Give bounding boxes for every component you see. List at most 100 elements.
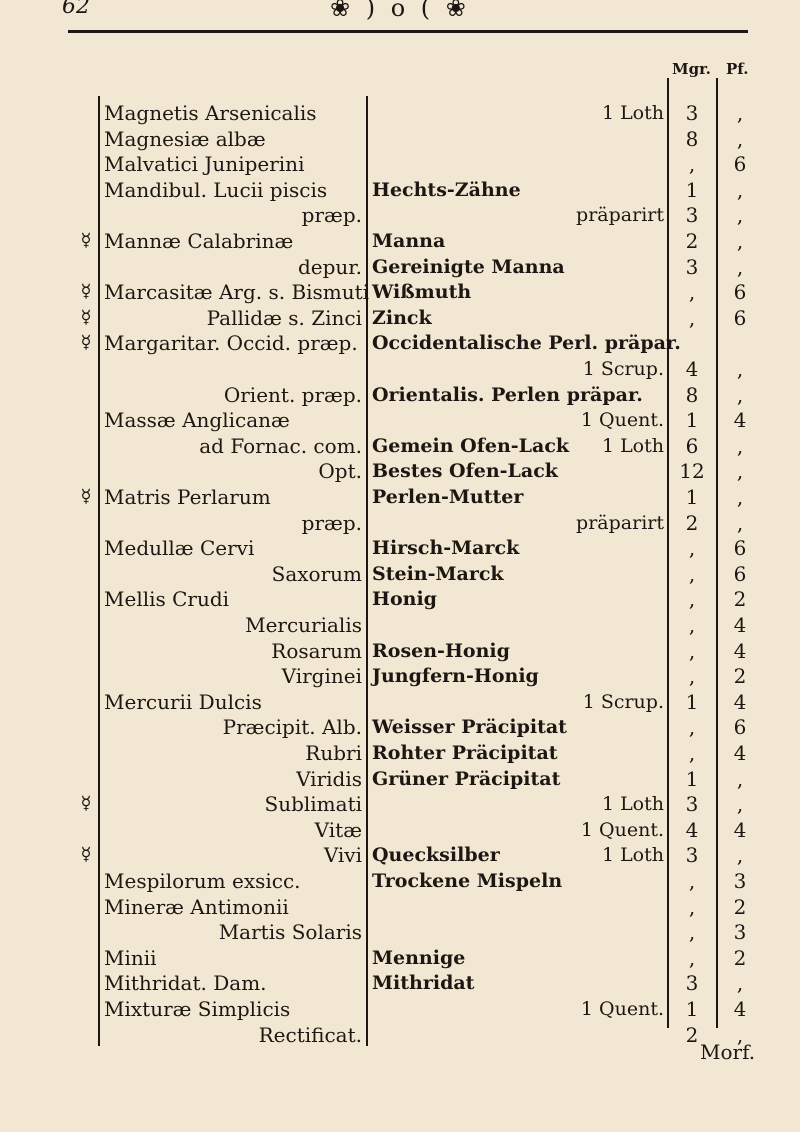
price-mgr: 2 (685, 1022, 699, 1047)
price-pf: , (736, 485, 744, 509)
german-name: Rosen-Honig (372, 639, 510, 662)
latin-name: Mellis Crudi (104, 587, 230, 612)
price-pf: , (736, 433, 744, 458)
price-pf: 4 (733, 997, 747, 1021)
german-name: Zinck (372, 306, 432, 329)
table-row: 1 Scrup.4, (0, 356, 800, 382)
price-mgr: 1 (685, 766, 699, 791)
symbol-icon: ☿ (80, 230, 92, 251)
page-number: 62 (62, 0, 90, 19)
latin-name: ad Fornac. com. (199, 433, 362, 458)
price-pf: , (736, 1022, 744, 1047)
latin-name: Saxorum (271, 561, 362, 586)
price-pf: , (736, 357, 744, 381)
price-mgr: 4 (685, 817, 699, 842)
price-mgr: , (688, 715, 696, 740)
price-mgr: , (688, 894, 696, 919)
latin-name: Vitæ (314, 817, 362, 842)
price-mgr: , (688, 741, 696, 765)
price-mgr: , (688, 945, 696, 970)
price-pf: 6 (733, 561, 747, 586)
price-pf: , (736, 229, 744, 253)
unit: präparirt (576, 511, 664, 534)
price-mgr: 3 (685, 101, 699, 125)
german-name: Mennige (372, 946, 466, 969)
price-pf: 4 (733, 613, 747, 637)
latin-name: Opt. (318, 459, 362, 484)
table-row: Præcipit. Alb.Weisser Präcipitat,6 (0, 714, 800, 740)
price-mgr: 1 (685, 997, 699, 1021)
price-mgr: 3 (685, 971, 699, 996)
price-pf: , (736, 177, 744, 202)
latin-name: Rectificat. (258, 1022, 362, 1047)
price-pf: , (736, 459, 744, 484)
column-header-pf: Pf. (726, 60, 749, 78)
price-mgr: 12 (679, 459, 705, 484)
price-pf: 2 (733, 587, 747, 612)
price-mgr: , (688, 280, 696, 305)
latin-name: Margaritar. Occid. præp. (104, 331, 358, 356)
price-pf: , (736, 203, 744, 228)
german-name: Honig (372, 588, 437, 611)
latin-name: Sublimati (264, 792, 363, 817)
price-pf: 3 (733, 869, 747, 893)
latin-name: Marcasitæ Arg. s. Bismuti (104, 280, 370, 305)
column-divider (667, 78, 669, 1028)
price-mgr: 1 (685, 689, 699, 714)
table-row: Martis Solaris,3 (0, 919, 800, 945)
unit: 1 Loth (601, 844, 664, 867)
price-pf: , (736, 382, 744, 407)
price-mgr: 2 (685, 510, 699, 535)
catchword: Morf. (700, 1040, 756, 1064)
german-name: Perlen-Mutter (372, 486, 524, 508)
symbol-icon: ☿ (80, 793, 92, 815)
german-name: Hechts-Zähne (372, 178, 521, 201)
price-pf: , (736, 126, 744, 151)
german-name: Stein-Marck (372, 562, 504, 585)
table-row: Malvatici Juniperini,6 (0, 151, 800, 177)
latin-name: depur. (297, 254, 362, 279)
price-mgr: 2 (685, 229, 699, 253)
unit: 1 Quent. (580, 998, 664, 1020)
price-mgr: , (688, 920, 696, 945)
table-row: Opt. Bestes Ofen-Lack 12, (0, 458, 800, 484)
german-name: Grüner Präcipitat (372, 767, 561, 790)
latin-name: Virginei (281, 664, 362, 689)
column-divider (716, 78, 718, 1028)
price-pf: 2 (733, 894, 747, 919)
price-mgr: , (688, 305, 696, 330)
unit: 1 Scrup. (582, 690, 664, 713)
latin-name: Mannæ Calabrinæ (104, 229, 294, 253)
german-name: Bestes Ofen-Lack (372, 460, 558, 483)
german-name: Weisser Präcipitat (372, 716, 567, 739)
price-pf: , (736, 971, 744, 996)
column-divider (366, 96, 368, 1046)
latin-name: Mixturæ Simplicis (104, 997, 291, 1021)
price-mgr: 1 (685, 485, 699, 509)
price-pf: 4 (733, 638, 747, 663)
table-row: Mineræ Antimonii,2 (0, 894, 800, 920)
german-name: Gemein Ofen-Lack (372, 434, 570, 457)
price-mgr: 1 (685, 408, 699, 433)
table-row: ☿Margaritar. Occid. præp.Occidentalische… (0, 330, 800, 356)
latin-name: Orient. præp. (223, 382, 362, 407)
latin-name: Martis Solaris (218, 920, 362, 945)
german-name: Occidentalische Perl. präpar. (372, 332, 681, 355)
unit: präparirt (576, 204, 664, 227)
